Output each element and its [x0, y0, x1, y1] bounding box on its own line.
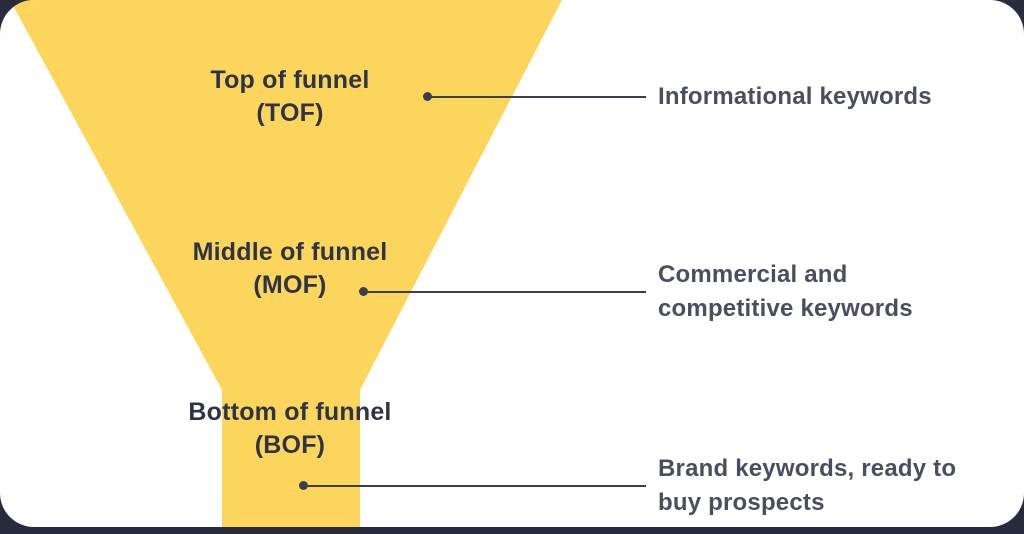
- annotation-bof: Brand keywords, ready to buy prospects: [658, 452, 998, 520]
- annotation-tof-line1: Informational keywords: [658, 83, 932, 110]
- annotation-tof: Informational keywords: [658, 80, 998, 114]
- connector-dot-tof: [423, 92, 432, 101]
- stage-label-bof-acronym: (BOF): [254, 431, 326, 459]
- annotation-bof-line2: buy prospects: [658, 489, 825, 516]
- annotation-bof-line1: Brand keywords, ready to: [658, 455, 957, 482]
- stage-label-bof-title: Bottom of funnel: [188, 398, 392, 426]
- connector-line-mof: [364, 291, 646, 293]
- connector-dot-mof: [359, 287, 368, 296]
- stage-label-mof-title: Middle of funnel: [192, 238, 388, 266]
- annotation-mof-line2: competitive keywords: [658, 295, 913, 322]
- connector-dot-bof: [299, 481, 308, 490]
- stage-label-tof-acronym: (TOF): [256, 99, 324, 127]
- stage-label-tof: Top of funnel (TOF): [130, 64, 450, 130]
- annotation-mof-line1: Commercial and: [658, 261, 848, 288]
- connector-line-tof: [428, 96, 646, 98]
- funnel-polygon: [10, 0, 562, 527]
- connector-line-bof: [304, 485, 646, 487]
- stage-label-mof-acronym: (MOF): [253, 271, 327, 299]
- stage-label-mof: Middle of funnel (MOF): [130, 236, 450, 302]
- stage-label-tof-title: Top of funnel: [210, 66, 370, 94]
- annotation-mof: Commercial and competitive keywords: [658, 258, 998, 326]
- stage-label-bof: Bottom of funnel (BOF): [130, 396, 450, 462]
